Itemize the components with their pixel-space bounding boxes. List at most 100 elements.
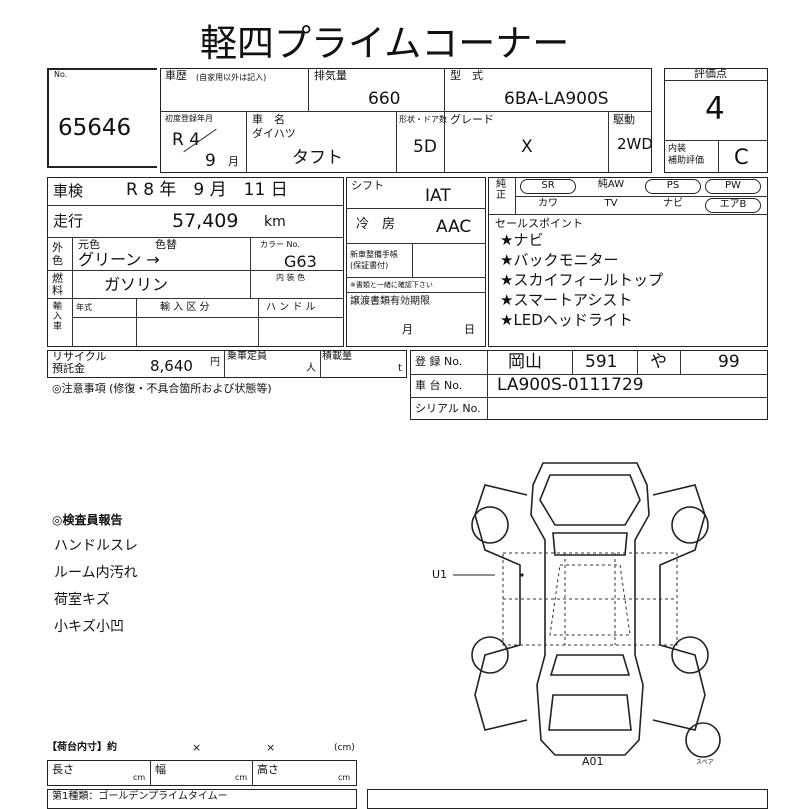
first-reg-month-unit: 月 xyxy=(228,155,239,168)
rating-value: 4 xyxy=(705,91,725,127)
cargo-cm: (cm) xyxy=(334,743,355,753)
interior-label: 内装 補助評価 xyxy=(668,144,705,166)
capacity-label: 乗車定員 xyxy=(227,351,267,362)
shift-label: シフト xyxy=(351,179,384,192)
equipment-item: カワ xyxy=(538,198,558,209)
equipment-block xyxy=(488,177,768,347)
car-name-label: 車 名 xyxy=(252,113,285,126)
recycle-block xyxy=(47,350,407,378)
shift-value: IAT xyxy=(425,186,451,206)
equipment-item: 純AW xyxy=(597,179,625,190)
equipment-item: SR xyxy=(520,179,576,194)
chassis-label: 車 台 No. xyxy=(415,379,463,392)
ac-label: 冷 房 xyxy=(356,217,396,232)
dimension-row xyxy=(47,760,357,786)
width-unit: cm xyxy=(235,773,248,782)
cargo-times-1: × xyxy=(192,741,202,754)
inspection-block xyxy=(47,177,344,347)
lot-no-label: No. xyxy=(54,70,68,79)
mileage-label: 走行 xyxy=(53,212,84,230)
inspector-title: ◎検査員報告 xyxy=(52,513,123,527)
equipment-item: PW xyxy=(705,179,761,194)
equipment-label: 純 正 xyxy=(496,179,506,201)
transfer-month: 月 xyxy=(402,323,413,336)
color-no-label: カラー No. xyxy=(260,240,300,249)
equipment-item: ナビ xyxy=(663,198,683,209)
serial-label: シリアル No. xyxy=(415,402,481,415)
page-title: 軽四プライムコーナー xyxy=(200,22,570,65)
displacement-value: 660 xyxy=(368,89,401,109)
damage-a01-label: A01 xyxy=(582,755,604,768)
rating-label: 評価点 xyxy=(694,67,727,80)
doors-value: 5D xyxy=(413,137,437,157)
reg-num: 99 xyxy=(718,352,740,372)
car-name-value: タフト xyxy=(292,148,343,168)
mileage-value: 57,409 xyxy=(172,210,239,232)
inspector-note: ハンドルスレ xyxy=(54,538,138,554)
shift-block xyxy=(346,177,486,347)
lot-number: 65646 xyxy=(58,115,132,141)
transfer-day: 日 xyxy=(464,323,475,336)
inspector-note: ルーム内汚れ xyxy=(54,565,138,581)
cargo-label: 【荷台内寸】約 xyxy=(47,742,117,753)
inspector-note: 荷室キズ xyxy=(54,592,110,608)
import-div-label: 輸 入 区 分 xyxy=(160,302,210,313)
model-value: 6BA-LA900S xyxy=(504,89,609,109)
new-car-label: 新車整備手帳 (保証書付) xyxy=(350,250,398,270)
damage-u1-label: U1 xyxy=(432,568,448,581)
equipment-item: PS xyxy=(645,179,701,194)
cargo-times-2: × xyxy=(266,741,276,754)
selling-point: ★ナビ xyxy=(500,231,544,249)
length-label: 長さ xyxy=(52,763,74,776)
drive-value: 2WD xyxy=(617,135,653,153)
ac-value: AAC xyxy=(436,217,472,237)
length-unit: cm xyxy=(133,773,146,782)
lot-number-box xyxy=(47,68,157,168)
bottom-text: 第1種類：ゴールデンプライムタイムー xyxy=(52,791,228,802)
first-reg-month: 9 xyxy=(205,151,216,171)
color-value: グリーン → xyxy=(78,250,160,269)
transfer-label: 譲渡書類有効期限 xyxy=(350,296,430,307)
grade-value: X xyxy=(521,137,533,157)
first-reg-label: 初度登録年月 xyxy=(165,114,213,123)
handle-label: ハ ン ド ル xyxy=(266,302,316,313)
spare-label: スペア xyxy=(696,759,714,766)
color-side-label: 外 色 xyxy=(52,241,63,267)
vehicle-info-grid xyxy=(160,68,652,173)
recycle-value: 8,640 xyxy=(150,357,193,375)
reg-label: 登 録 No. xyxy=(415,355,463,368)
repaint-label: 色替 xyxy=(155,238,177,251)
selling-point: ★スカイフィールトップ xyxy=(500,271,664,289)
history-note: (自家用以外は記入) xyxy=(196,73,267,82)
height-unit: cm xyxy=(338,773,351,782)
fuel-value: ガソリン xyxy=(104,275,169,294)
reg-class: 591 xyxy=(585,352,618,372)
mileage-unit: km xyxy=(264,214,286,230)
orig-color-label: 元色 xyxy=(78,238,100,251)
reg-kana: や xyxy=(650,352,667,372)
first-reg-era: R 4 xyxy=(172,130,201,150)
width-label: 幅 xyxy=(155,763,166,776)
equipment-item: TV xyxy=(604,198,618,209)
registration-block xyxy=(410,350,768,420)
interior-color-label: 内 装 色 xyxy=(276,273,306,282)
displacement-label: 排気量 xyxy=(314,69,347,82)
import-label: 輸 入 車 xyxy=(53,302,63,332)
drive-label: 駆動 xyxy=(613,113,635,126)
equipment-item: エアB xyxy=(705,198,761,213)
reg-area: 岡山 xyxy=(508,352,542,372)
capacity-unit: 人 xyxy=(306,363,316,374)
recycle-yen: 円 xyxy=(210,357,220,368)
height-label: 高さ xyxy=(257,763,279,776)
fuel-label: 燃 料 xyxy=(52,272,63,297)
doors-label: 形状・ドア数 xyxy=(399,115,447,124)
year-label: 年式 xyxy=(76,303,92,312)
load-unit: t xyxy=(398,363,402,374)
selling-title: セールスポイント xyxy=(495,217,583,230)
recycle-label: リサイクル 預託金 xyxy=(52,350,107,375)
docs-note: ※書類と一緒に確認下さい xyxy=(350,281,433,289)
selling-point: ★スマートアシスト xyxy=(500,291,633,309)
selling-point: ★バックモニター xyxy=(500,251,619,269)
model-label: 型 式 xyxy=(450,69,483,82)
notes-label: ◎注意事項 (修復・不具合箇所および状態等) xyxy=(52,382,272,395)
